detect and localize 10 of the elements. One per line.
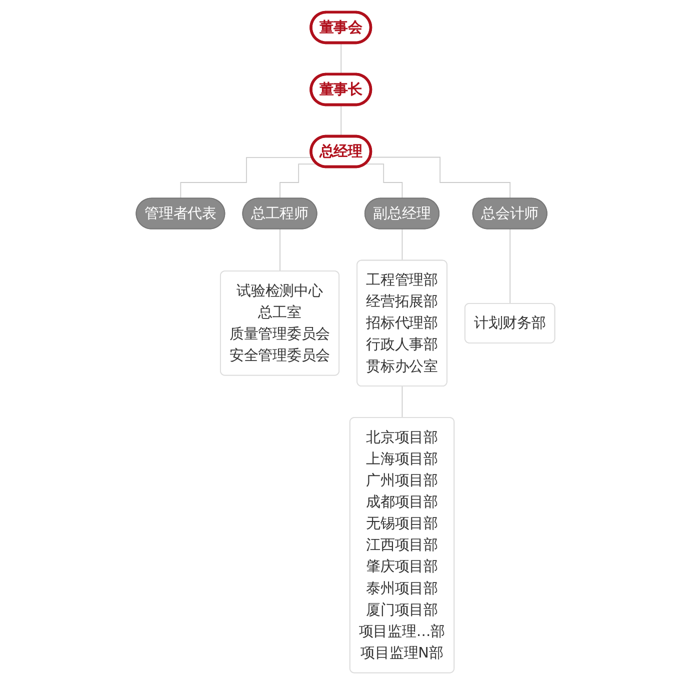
- connector: [279, 228, 280, 272]
- connector: [369, 156, 510, 200]
- connector: [340, 104, 342, 138]
- connector: [340, 42, 342, 76]
- connector: [401, 386, 402, 418]
- connector: [279, 164, 318, 200]
- connector: [401, 228, 402, 262]
- connector: [180, 157, 312, 200]
- connector: [364, 164, 402, 200]
- connector: [509, 228, 510, 304]
